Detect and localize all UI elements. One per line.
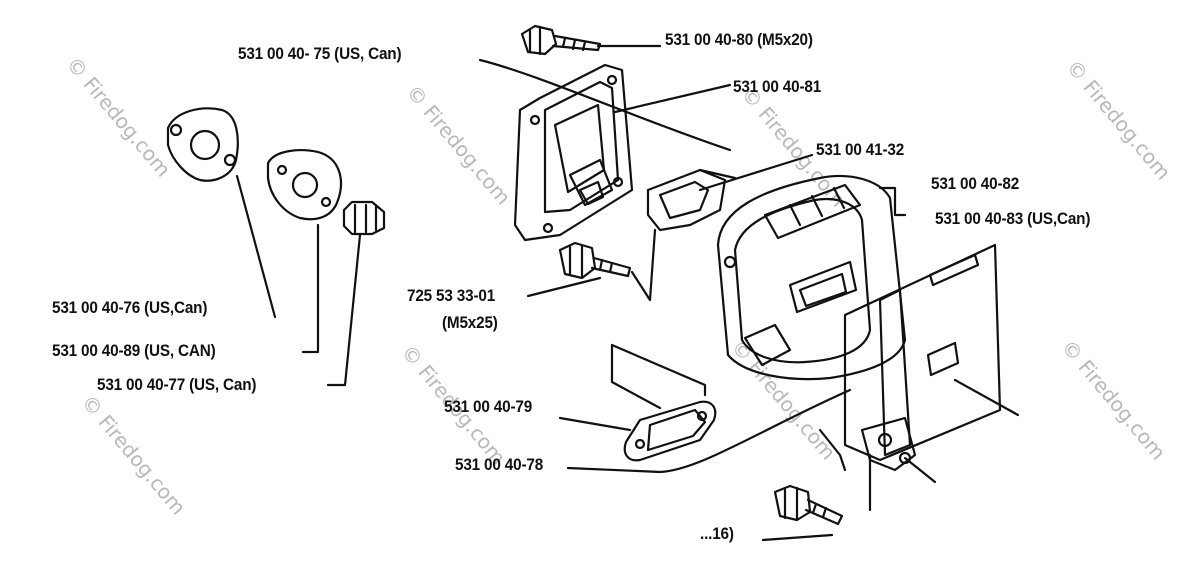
muffler-cover bbox=[513, 63, 634, 242]
deflector bbox=[646, 168, 737, 232]
part-label-83: 531 00 40-83 (US,Can) bbox=[935, 209, 1091, 228]
leader-line bbox=[478, 58, 732, 152]
gasket-left bbox=[266, 149, 342, 221]
muffler-body bbox=[716, 174, 907, 381]
leader-line bbox=[761, 533, 834, 542]
leader-line bbox=[953, 378, 1020, 417]
heat-shield bbox=[843, 243, 1002, 472]
part-label-725-size: (M5x25) bbox=[442, 313, 498, 332]
part-label-725: 725 53 33-01 bbox=[407, 286, 496, 305]
part-label-80: 531 00 40-80 (M5x20) bbox=[665, 30, 813, 49]
leader-line bbox=[613, 83, 732, 114]
part-label-76: 531 00 40-76 (US,Can) bbox=[52, 298, 208, 317]
part-label-32: 531 00 41-32 bbox=[816, 140, 905, 159]
screw-bottom bbox=[773, 484, 844, 526]
part-label-75: 531 00 40- 75 (US, Can) bbox=[238, 44, 402, 63]
part-label-82: 531 00 40-82 bbox=[931, 174, 1020, 193]
part-label-79: 531 00 40-79 bbox=[444, 397, 533, 416]
nut bbox=[342, 200, 386, 236]
intake-flange bbox=[166, 107, 239, 182]
part-label-bottom: ...16) bbox=[700, 524, 734, 543]
part-label-89: 531 00 40-89 (US, CAN) bbox=[52, 341, 216, 360]
leader-line bbox=[610, 343, 662, 410]
leader-line bbox=[610, 343, 707, 397]
leader-line bbox=[893, 208, 907, 217]
leader-line bbox=[878, 186, 897, 212]
leader-line bbox=[818, 428, 847, 472]
leader-line bbox=[301, 223, 320, 354]
part-label-78: 531 00 40-78 bbox=[455, 455, 544, 474]
part-label-77: 531 00 40-77 (US, Can) bbox=[97, 375, 257, 394]
leader-line bbox=[630, 228, 657, 302]
leader-line bbox=[558, 416, 632, 432]
leader-line bbox=[903, 456, 937, 484]
gasket-lower bbox=[623, 400, 717, 462]
leader-line bbox=[235, 174, 277, 319]
screw-top bbox=[520, 24, 602, 56]
leader-line bbox=[698, 153, 814, 192]
leader-line bbox=[326, 233, 362, 387]
part-label-81: 531 00 40-81 bbox=[733, 77, 822, 96]
leader-line bbox=[566, 388, 852, 474]
screw-middle bbox=[558, 241, 632, 280]
leader-line bbox=[526, 276, 602, 298]
